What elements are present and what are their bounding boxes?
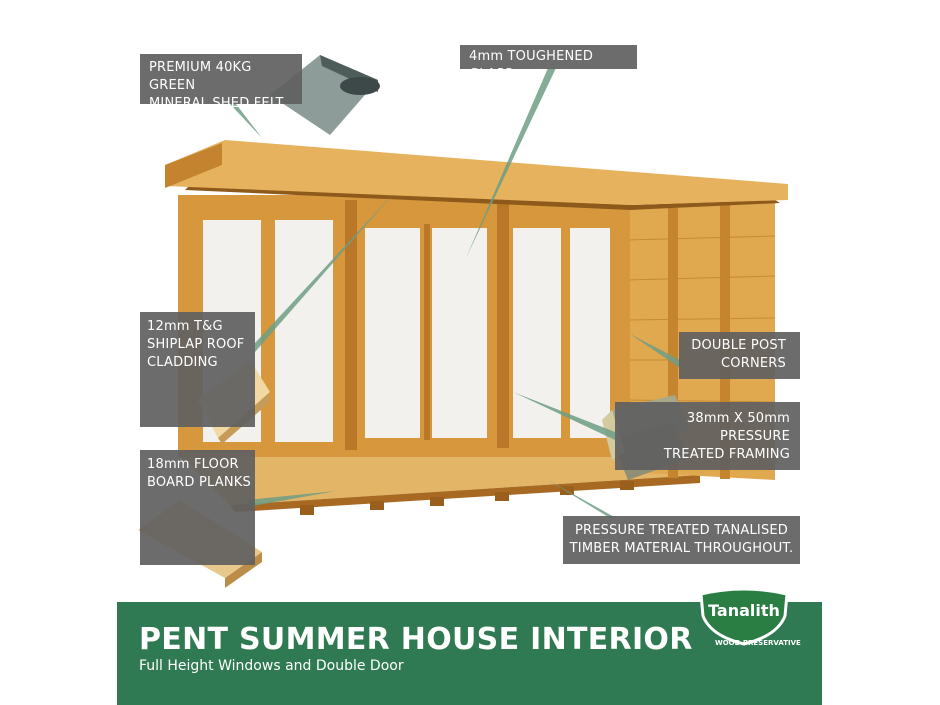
frame-posts [345, 200, 509, 450]
callout-shed-felt: PREMIUM 40KG GREEN MINERAL SHED FELT [140, 54, 302, 111]
callout-toughened-glass: 4mm TOUGHENED GLASS [460, 45, 637, 82]
callout-text: SHIPLAP ROOF [147, 337, 245, 352]
callout-text: 38mm X 50mm [686, 411, 790, 426]
tanalith-shield-icon: Tanalith ® [699, 587, 791, 646]
registered-mark: ® [785, 594, 791, 602]
floor-underside [230, 475, 700, 512]
callout-text: MINERAL SHED FELT [149, 96, 284, 111]
callout-text: BOARD PLANKS [147, 475, 251, 490]
callout-text: CLADDING [147, 355, 218, 370]
corner-post [668, 208, 678, 478]
callout-treated-framing: 38mm X 50mm PRESSURE TREATED FRAMING [615, 402, 800, 470]
callout-tanalised-timber: PRESSURE TREATED TANALISED TIMBER MATERI… [563, 516, 800, 564]
callout-double-post-corners: DOUBLE POST CORNERS [679, 332, 800, 379]
logo-tagline: WOOD PRESERVATIVE [715, 639, 801, 647]
page-subtitle: Full Height Windows and Double Door [139, 658, 404, 674]
tanalith-brand-text: Tanalith [708, 601, 780, 620]
callout-text: TIMBER MATERIAL THROUGHOUT. [569, 541, 794, 556]
roof-fascia [165, 143, 222, 188]
callout-text: 4mm TOUGHENED GLASS [469, 49, 594, 82]
callout-text: CORNERS [721, 356, 786, 371]
callout-text: 12mm T&G [147, 319, 223, 334]
callout-text: PRESSURE [720, 429, 790, 444]
callout-text: PRESSURE TREATED TANALISED [574, 523, 789, 538]
callout-text: PREMIUM 40KG GREEN [149, 60, 252, 93]
callout-roof-cladding: 12mm T&G SHIPLAP ROOF CLADDING [140, 312, 255, 427]
callout-floor-planks: 18mm FLOOR BOARD PLANKS [140, 450, 255, 565]
page-title: PENT SUMMER HOUSE INTERIOR [139, 622, 693, 657]
callout-text: 18mm FLOOR [147, 457, 239, 472]
roof-top [165, 140, 788, 205]
callout-pointers [230, 68, 680, 518]
floor-bearers [300, 481, 634, 515]
callout-text: DOUBLE POST [691, 338, 786, 353]
callout-text: TREATED FRAMING [663, 447, 790, 462]
